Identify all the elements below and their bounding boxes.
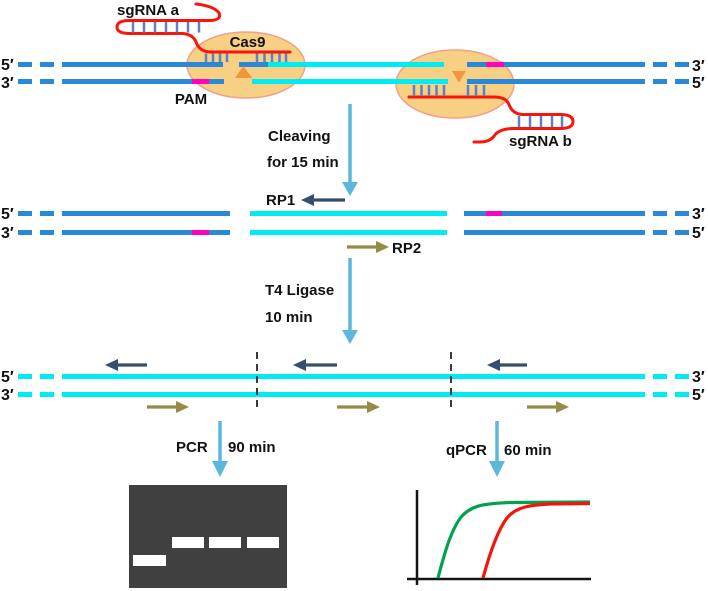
row3-right-3prime-label: 3′ — [692, 369, 705, 386]
ligation-arrow-head — [342, 330, 358, 344]
qpcr-time-label: 60 min — [504, 442, 552, 459]
qpcr-label: qPCR — [446, 442, 487, 459]
rp1-label: RP1 — [266, 192, 295, 209]
gel-band-lane4 — [247, 537, 279, 548]
forward-primer-arrow-1 — [147, 401, 189, 413]
sgrna-b — [407, 85, 575, 144]
reverse-primer-arrow-3 — [487, 359, 527, 371]
row2-right-5prime-label: 5′ — [692, 225, 705, 242]
qpcr-red-curve — [481, 501, 591, 579]
row3-reverse-primers — [105, 359, 527, 371]
sgrna-a-dna-pairing-ticks — [204, 53, 288, 62]
sgrna-b-dna-pairing-ticks — [412, 85, 486, 96]
pcr-arrow-head — [212, 461, 228, 477]
sgrna-b-stem-basepair-ticks — [517, 116, 564, 127]
rp2-label: RP2 — [392, 240, 421, 257]
qpcr-green-curve — [436, 500, 591, 579]
row3-forward-primers — [147, 401, 569, 413]
cleaving-step-label-line2: for 15 min — [267, 154, 339, 171]
pam-label: PAM — [175, 91, 207, 108]
row3-left-3prime-label: 3′ — [1, 387, 14, 404]
reverse-primer-arrow-2 — [293, 359, 337, 371]
qpcr-step: qPCR 60 min — [446, 421, 552, 477]
row2-excised-fragment — [250, 211, 447, 235]
rp1-primer: RP1 — [266, 192, 345, 209]
rp2-primer: RP2 — [347, 240, 421, 257]
rp2-arrow-head — [376, 241, 389, 253]
sgrna-b-backbone — [407, 95, 575, 144]
ligation-step-label-line2: 10 min — [265, 309, 313, 326]
sgrna-b-label: sgRNA b — [509, 133, 572, 150]
rp1-arrow-head — [301, 194, 314, 206]
pcr-time-label: 90 min — [228, 439, 276, 456]
row2-left-fragment — [18, 211, 230, 235]
gel-band-lane1 — [133, 555, 166, 566]
gel-background — [129, 485, 287, 588]
sgrna-a-stem-basepair-ticks — [131, 22, 201, 33]
row2-left-3prime-label: 3′ — [1, 225, 14, 242]
reverse-primer-arrow-1 — [105, 359, 147, 371]
forward-primer-arrow-2 — [337, 401, 380, 413]
cleaving-arrow-head — [342, 182, 358, 196]
cleaving-step: Cleaving for 15 min — [267, 104, 358, 196]
row3-right-5prime-label: 5′ — [692, 387, 705, 404]
row1-dna-strands — [18, 62, 689, 84]
row1-right-3prime-label: 3′ — [692, 58, 705, 75]
pcr-label: PCR — [176, 439, 208, 456]
sgrna-a-label: sgRNA a — [117, 2, 180, 19]
gel-electrophoresis-image — [129, 485, 287, 588]
cas9-label: Cas9 — [230, 34, 266, 51]
cut-site-triangle-a — [235, 66, 252, 78]
cut-site-triangle-b — [452, 71, 466, 83]
gel-band-lane2 — [172, 537, 204, 548]
row3-left-5prime-label: 5′ — [1, 369, 14, 386]
sgrna-a-backbone — [115, 2, 292, 54]
sgrna-a — [115, 2, 292, 62]
row3-dna-strands — [18, 374, 689, 397]
ligation-step: T4 Ligase 10 min — [265, 258, 358, 344]
ligation-step-label-line1: T4 Ligase — [265, 282, 334, 299]
forward-primer-arrow-3 — [527, 401, 569, 413]
cleaving-step-label-line1: Cleaving — [268, 128, 331, 145]
row2-right-3prime-label: 3′ — [692, 206, 705, 223]
qpcr-curve-plot — [407, 490, 591, 585]
row2-left-5prime-label: 5′ — [1, 206, 14, 223]
pcr-step: PCR 90 min — [176, 421, 276, 477]
row2-dna-strands — [18, 211, 689, 235]
qpcr-arrow-head — [489, 461, 505, 477]
gel-band-lane3 — [209, 537, 241, 548]
row2-right-fragment — [464, 211, 689, 235]
row1-left-5prime-label: 5′ — [1, 57, 14, 74]
row1-right-5prime-label: 5′ — [692, 75, 705, 92]
row1-left-3prime-label: 3′ — [1, 75, 14, 92]
